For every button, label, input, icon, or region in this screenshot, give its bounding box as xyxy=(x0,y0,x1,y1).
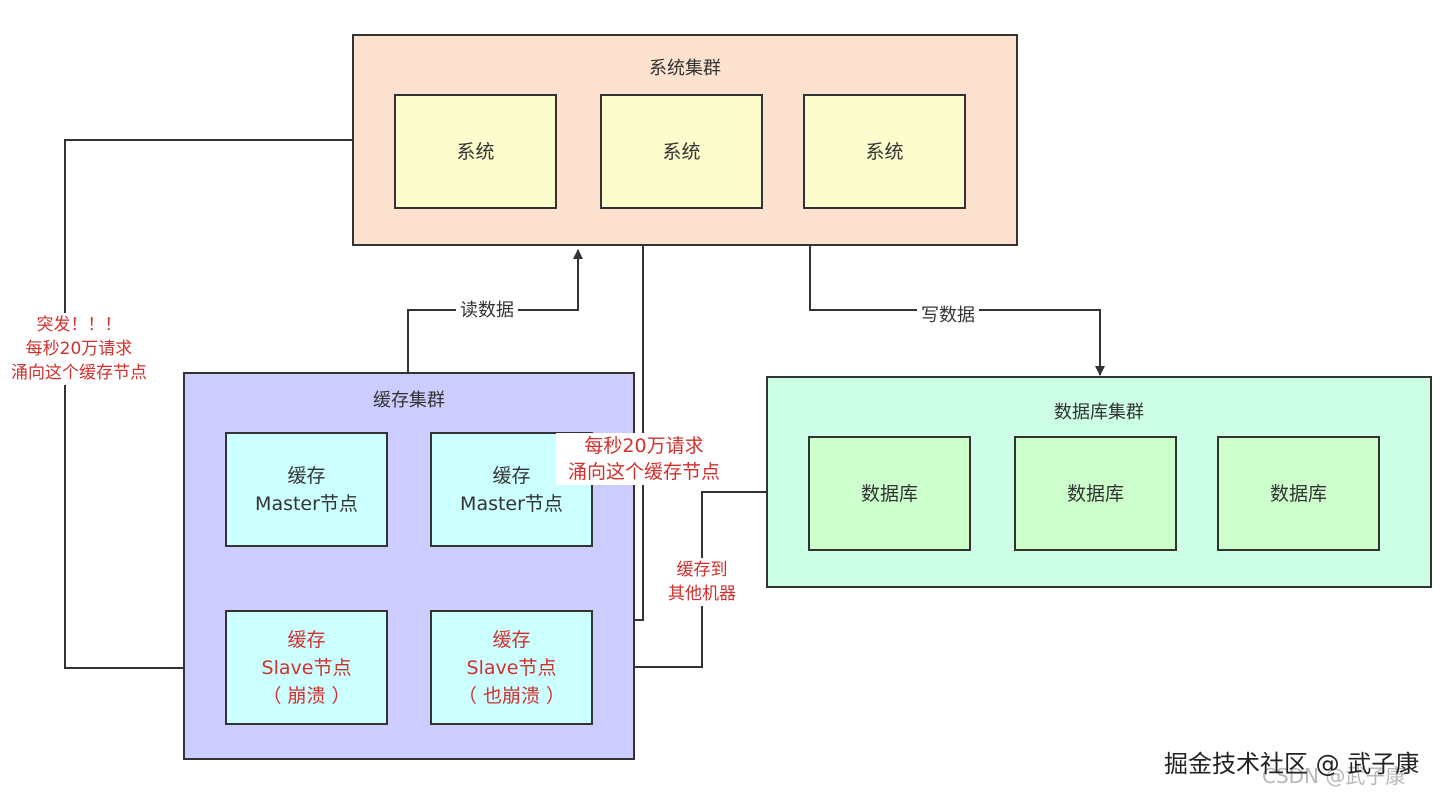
cache-cluster-title: 缓存集群 xyxy=(373,390,445,411)
cache-slave-node-crashed: 缓存 Slave节点 （ 崩溃 ） xyxy=(225,610,388,725)
node-status: （ 也崩溃 ） xyxy=(457,684,566,707)
burst-connector xyxy=(64,139,352,673)
system-node: 系统 xyxy=(394,94,557,209)
node-label: 缓存 xyxy=(492,464,531,487)
system-node: 系统 xyxy=(600,94,763,209)
node-label: 缓存 xyxy=(492,628,531,651)
system-node-label: 系统 xyxy=(456,140,495,163)
node-label: Slave节点 xyxy=(261,656,352,679)
database-cluster-title: 数据库集群 xyxy=(1054,402,1144,423)
node-label: Master节点 xyxy=(460,492,563,515)
database-node: 数据库 xyxy=(1217,436,1380,551)
annotation-line: 缓存到 xyxy=(676,560,728,580)
failover-annotation: 缓存到 其他机器 xyxy=(656,558,748,606)
cache-master-node: 缓存 Master节点 xyxy=(225,432,388,547)
system-node-label: 系统 xyxy=(662,140,701,163)
system-node: 系统 xyxy=(803,94,966,209)
system-cluster-title: 系统集群 xyxy=(649,58,721,79)
watermark-csdn: CSDN @武子康 xyxy=(1262,764,1406,788)
annotation-line: 突发！！！ xyxy=(36,315,122,335)
database-node-label: 数据库 xyxy=(860,482,918,505)
annotation-line: 每秒20万请求 xyxy=(25,339,133,359)
annotation-line: 涌向这个缓存节点 xyxy=(567,461,720,483)
annotation-line: 每秒20万请求 xyxy=(584,435,704,457)
database-node: 数据库 xyxy=(1014,436,1177,551)
database-node-label: 数据库 xyxy=(1066,482,1124,505)
burst-annotation: 突发！！！ 每秒20万请求 涌向这个缓存节点 xyxy=(4,313,154,385)
cache-slave-node-crashed: 缓存 Slave节点 （ 也崩溃 ） xyxy=(430,610,593,725)
database-node: 数据库 xyxy=(808,436,971,551)
flood-annotation: 每秒20万请求 涌向这个缓存节点 xyxy=(556,433,732,485)
database-node-label: 数据库 xyxy=(1269,482,1327,505)
node-label: 缓存 xyxy=(287,628,326,651)
system-node-label: 系统 xyxy=(865,140,904,163)
annotation-line: 其他机器 xyxy=(668,584,736,604)
annotation-line: 涌向这个缓存节点 xyxy=(11,363,147,383)
node-label: Slave节点 xyxy=(466,656,557,679)
watermark-juejin: 掘金技术社区 @ 武子康 xyxy=(1164,750,1420,778)
node-status: （ 崩溃 ） xyxy=(262,684,351,707)
read-data-label: 读数据 xyxy=(456,296,518,322)
node-label: Master节点 xyxy=(255,492,358,515)
write-data-label: 写数据 xyxy=(917,301,979,327)
node-label: 缓存 xyxy=(287,464,326,487)
